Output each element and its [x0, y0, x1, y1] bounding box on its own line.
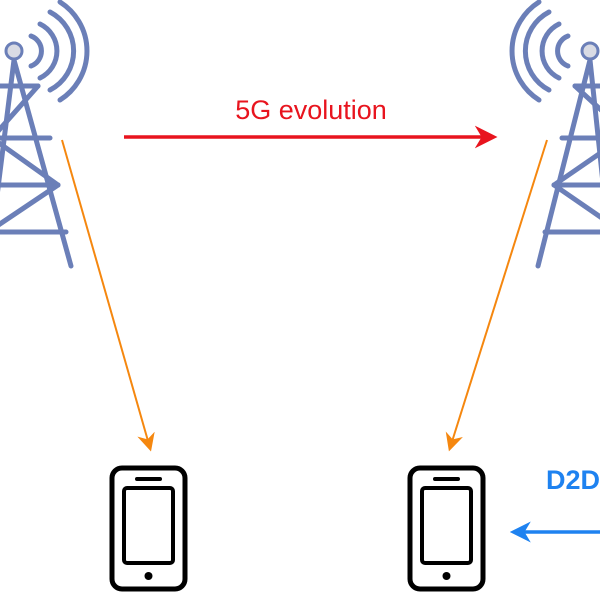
- tower-antenna-node: [4, 41, 24, 61]
- downlink-arrow-right: [445, 139, 548, 452]
- tower-structure: [535, 57, 600, 269]
- tower-signal-waves: [509, 0, 571, 103]
- cell-tower-icon: [509, 0, 600, 269]
- smartphone-icon: [407, 465, 486, 592]
- tower-antenna-node: [580, 41, 600, 61]
- downlink-arrow-left: [61, 139, 155, 452]
- cell-tower-icon: [0, 0, 90, 269]
- tower-signal-waves: [28, 0, 90, 103]
- smartphone-icon: [109, 465, 188, 592]
- d2d-label: D2D: [546, 465, 600, 495]
- evolution-label: 5G evolution: [235, 95, 387, 125]
- tower-structure: [0, 57, 74, 269]
